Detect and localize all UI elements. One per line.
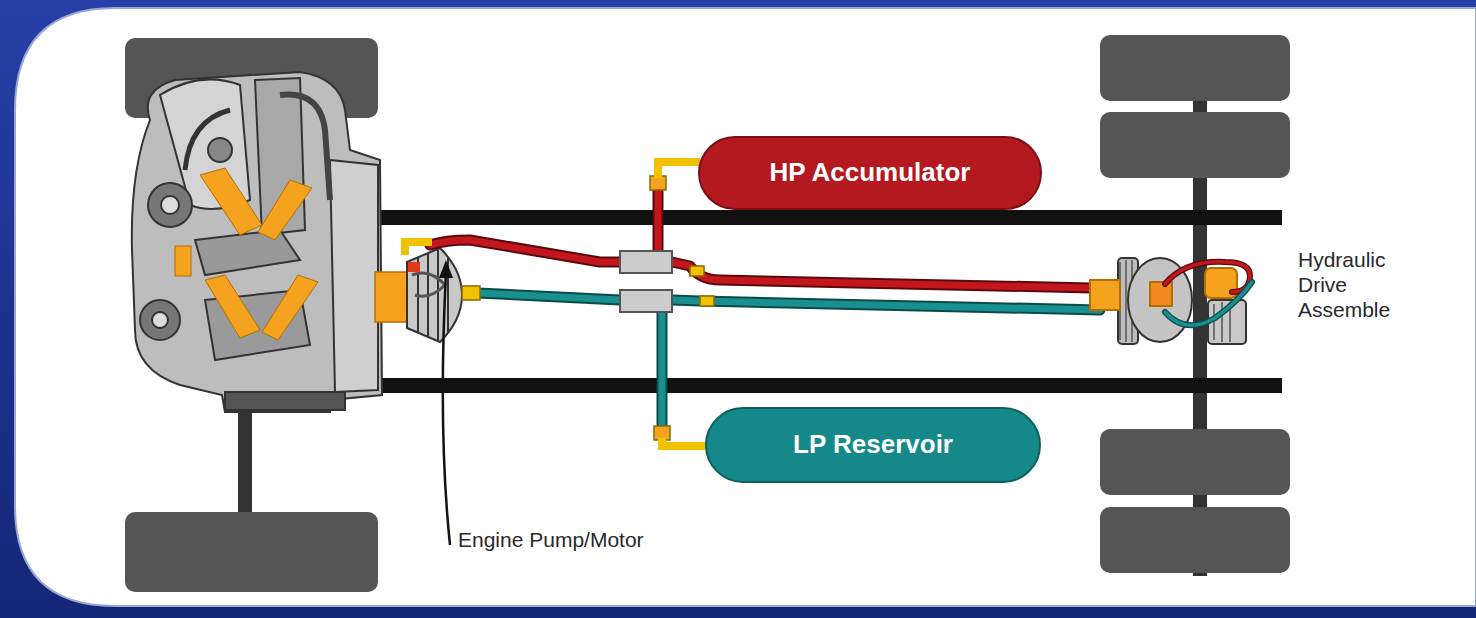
frame-rail (300, 210, 1282, 225)
panel (15, 8, 1476, 606)
wheel (1100, 35, 1290, 101)
pump-label: Engine Pump/Motor (458, 527, 644, 552)
engine (132, 72, 382, 412)
pump-motor (375, 248, 462, 342)
fittings (405, 162, 714, 446)
tank-label: HP Accumulator (770, 157, 971, 188)
tank-body (699, 137, 1041, 209)
frame-rail (300, 378, 1282, 393)
accumulator-tank: LP Reservoir (705, 407, 1041, 483)
tank-label: LP Reservoir (793, 429, 953, 460)
accumulator-tank: HP Accumulator (698, 136, 1042, 210)
hose-tee (620, 290, 672, 312)
engine-accent (175, 168, 318, 340)
drive-loops (1165, 262, 1252, 325)
drive-label: Hydraulic Drive Assemble (1298, 247, 1398, 322)
wheel (1100, 112, 1290, 178)
wheel (1100, 507, 1290, 573)
leader-arrow (439, 260, 453, 545)
drive-assembly (1090, 258, 1246, 344)
hose-tee (620, 251, 672, 273)
wheel (1100, 429, 1290, 495)
wheel (125, 512, 378, 592)
tank-body (706, 408, 1040, 482)
